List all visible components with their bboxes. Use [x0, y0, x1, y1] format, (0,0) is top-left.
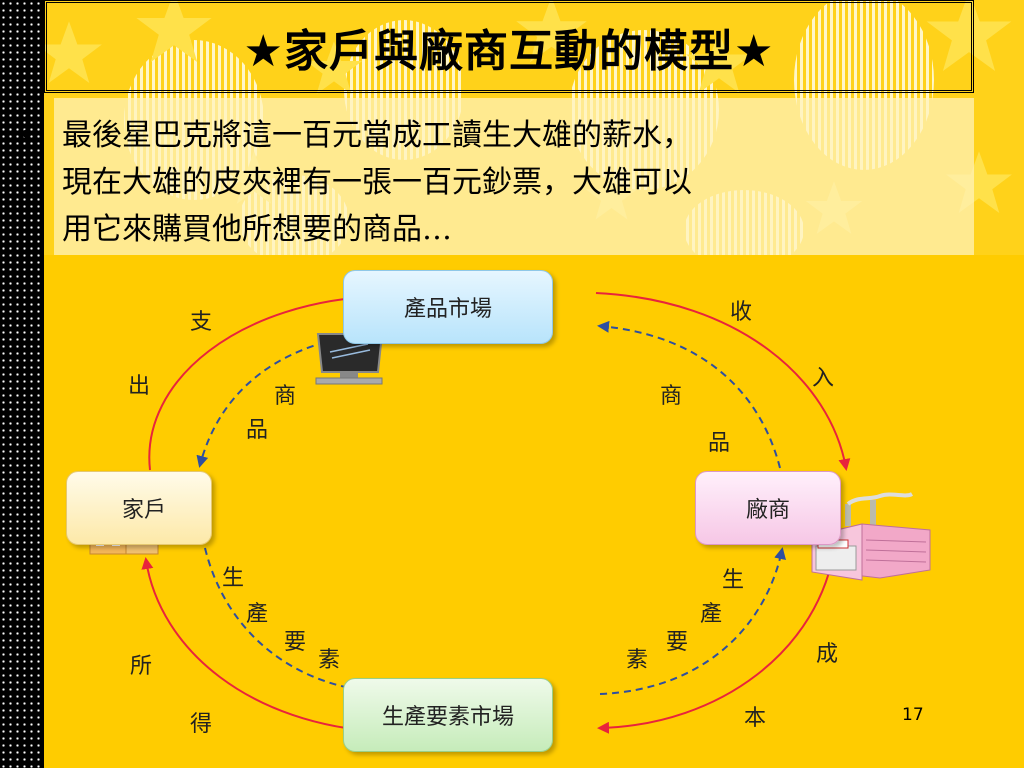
cost-flow-arrow: [597, 544, 836, 734]
factors-label: 生: [222, 566, 245, 591]
cost-label: 成: [816, 642, 839, 667]
household-label: 家戶: [121, 498, 166, 523]
title-frame: [44, 0, 974, 93]
factors-label: 素: [626, 648, 649, 673]
factors-label: 產: [246, 602, 269, 627]
revenue-label: 入: [812, 366, 835, 391]
goods-label: 商: [274, 384, 297, 409]
cost-label: 本: [744, 706, 767, 731]
product-market-node: 產品市場: [343, 270, 553, 344]
factors-label: 要: [284, 630, 307, 655]
bullet-line: 最後星巴克將這一百元當成工讀生大雄的薪水，: [62, 118, 692, 153]
firm-node: 廠商: [695, 471, 841, 545]
revenue-flow-arrow: [595, 292, 851, 471]
bullet-line: 現在大雄的皮夾裡有一張一百元鈔票，大雄可以: [62, 165, 692, 200]
bullet-dot: •: [18, 118, 36, 153]
slide: ★家戶與廠商互動的模型★: [44, 0, 1024, 768]
bullet-line: 用它來購買他所想要的商品…: [62, 212, 452, 247]
factors-to-firm-arrow: [599, 547, 786, 695]
bullet-text: 最後星巴克將這一百元當成工讀生大雄的薪水， 現在大雄的皮夾裡有一張一百元鈔票，大…: [62, 112, 942, 253]
revenue-label: 收: [730, 300, 753, 325]
bullet-panel: [54, 98, 974, 255]
expenditure-flow-arrow: [148, 290, 387, 471]
expenditure-label: 出: [128, 374, 151, 399]
goods-from-firm-arrow: [597, 320, 781, 469]
goods-label: 品: [246, 418, 269, 443]
income-label: 所: [130, 654, 153, 679]
factor-market-node: 生產要素市場: [343, 678, 553, 752]
factors-label: 素: [318, 648, 341, 673]
goods-label: 品: [708, 431, 731, 456]
factors-label: 要: [666, 630, 689, 655]
household-node: 家戶: [66, 471, 212, 545]
slide-title: ★家戶與廠商互動的模型★: [243, 25, 775, 77]
expenditure-label: 支: [190, 310, 213, 335]
income-label: 得: [190, 712, 213, 737]
goods-label: 商: [660, 384, 683, 409]
page-number: 17: [902, 705, 924, 725]
dotted-left-border: [0, 0, 44, 768]
factors-label: 產: [700, 602, 723, 627]
factors-label: 生: [722, 568, 745, 593]
income-flow-arrow: [141, 557, 385, 733]
